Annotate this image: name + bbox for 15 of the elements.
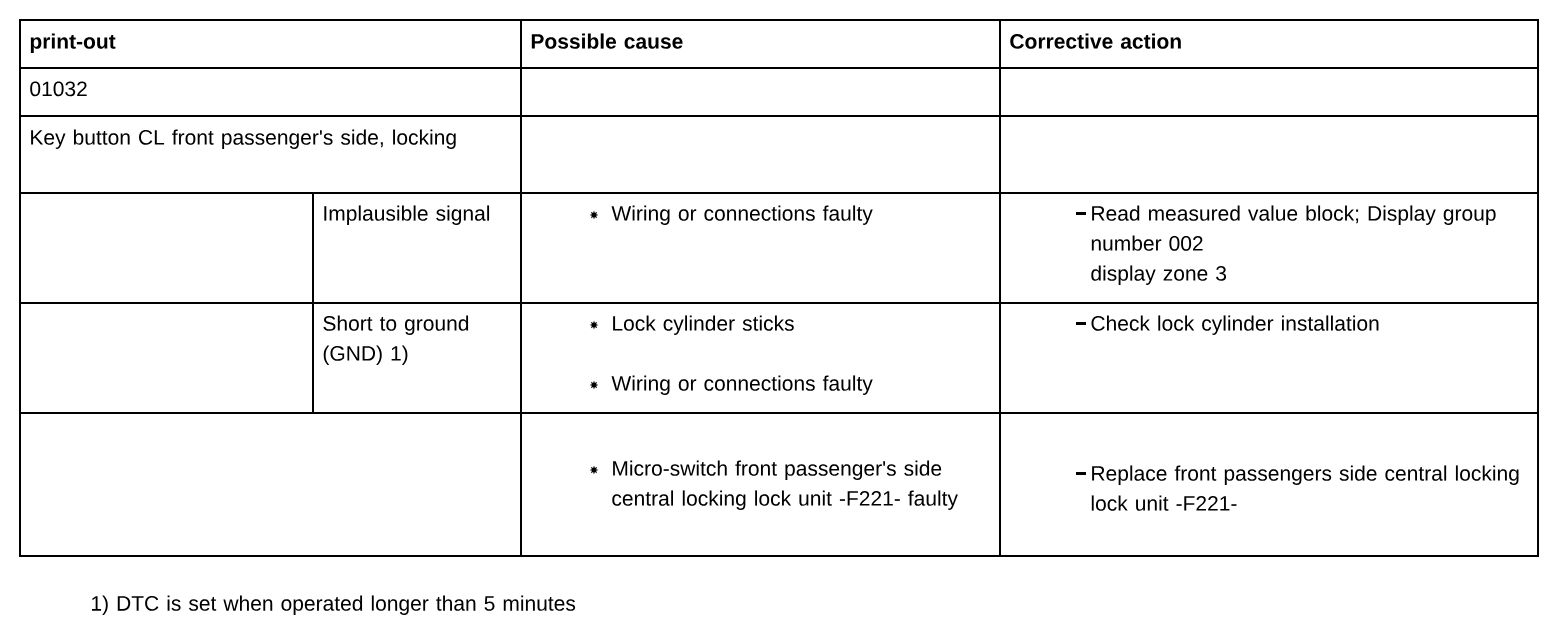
cell-text: Lock cylinder sticks (613, 315, 794, 335)
cell-text: Short to ground (GND) 1) (323, 315, 469, 365)
header-text: print-out (30, 33, 116, 53)
cell-text: Wiring or connections faulty (611, 375, 873, 395)
header-text: Corrective action (1010, 33, 1181, 49)
cell-text: display zone 3 (1091, 265, 1227, 285)
cell-text: Check lock cylinder installation (1091, 315, 1379, 335)
header-text: Possible cause (531, 33, 683, 49)
footnote-text: 1) DTC is set when operated longer than 5 minutes (92, 595, 576, 615)
cell-text: Implausible signal (324, 205, 490, 225)
cell-text: Key button CL front passenger's side, locking (31, 129, 456, 149)
cell-text: Wiring or connections faulty (611, 205, 873, 225)
cell-text: Micro-switch front passenger's side central locking lock unit -F221- faulty (612, 460, 958, 510)
cell-text: 01032 (30, 81, 87, 97)
cell-text: Replace front passengers side central locking lock unit -F221- (1091, 465, 1519, 511)
